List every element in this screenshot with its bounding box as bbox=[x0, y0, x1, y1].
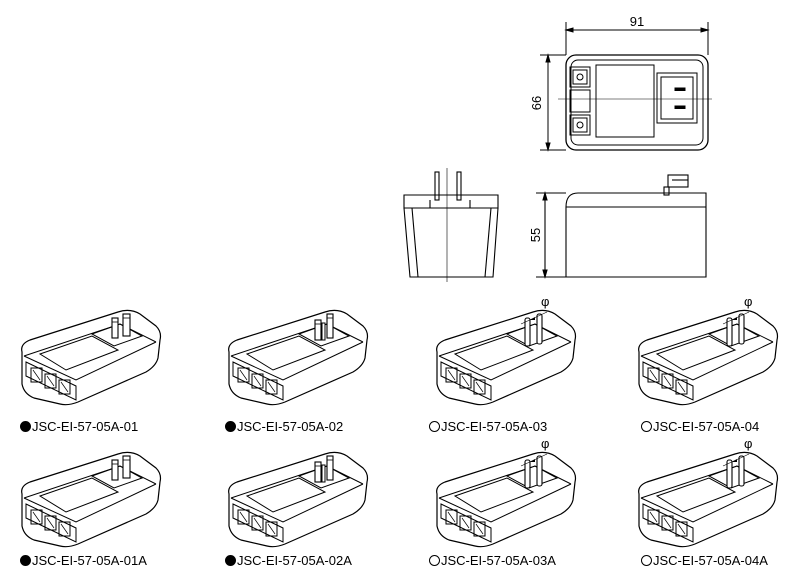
phi-label-03a: φ bbox=[541, 436, 549, 451]
adapter-drawing-01 bbox=[21, 309, 162, 406]
side-view bbox=[536, 174, 707, 280]
phi-label-04a: φ bbox=[744, 436, 752, 451]
filled-circle-icon bbox=[20, 421, 31, 432]
adapter-drawing-01a bbox=[21, 451, 162, 548]
model-label-01: JSC-EI-57-05A-01 bbox=[20, 419, 138, 435]
model-label-02a: JSC-EI-57-05A-02A bbox=[225, 553, 352, 569]
adapter-drawing-04a bbox=[638, 451, 779, 548]
open-circle-icon bbox=[429, 421, 440, 432]
model-label-03: JSC-EI-57-05A-03 bbox=[429, 419, 547, 435]
open-circle-icon bbox=[429, 555, 440, 566]
front-view bbox=[403, 168, 499, 282]
open-circle-icon bbox=[641, 421, 652, 432]
height-dimension-label: 55 bbox=[528, 228, 543, 242]
top-view bbox=[540, 22, 712, 152]
adapter-drawing-04 bbox=[638, 309, 779, 406]
width-dimension-label: 91 bbox=[630, 14, 644, 29]
model-label-03a: JSC-EI-57-05A-03A bbox=[429, 553, 556, 569]
model-label-04a: JSC-EI-57-05A-04A bbox=[641, 553, 768, 569]
adapter-drawing-03a bbox=[436, 451, 577, 548]
adapter-drawing-02 bbox=[228, 309, 369, 406]
adapter-drawing-03 bbox=[436, 309, 577, 406]
open-circle-icon bbox=[641, 555, 652, 566]
filled-circle-icon bbox=[20, 555, 31, 566]
phi-label-04: φ bbox=[744, 294, 752, 309]
model-label-01a: JSC-EI-57-05A-01A bbox=[20, 553, 147, 569]
filled-circle-icon bbox=[225, 421, 236, 432]
adapter-drawing-02a bbox=[228, 451, 369, 548]
filled-circle-icon bbox=[225, 555, 236, 566]
phi-label-03: φ bbox=[541, 294, 549, 309]
depth-dimension-label: 66 bbox=[529, 96, 544, 110]
model-label-04: JSC-EI-57-05A-04 bbox=[641, 419, 759, 435]
model-label-02: JSC-EI-57-05A-02 bbox=[225, 419, 343, 435]
